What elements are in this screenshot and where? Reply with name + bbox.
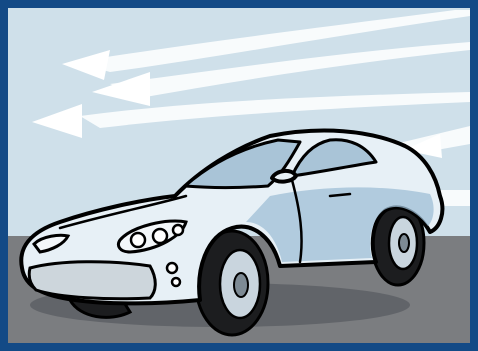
front-grille <box>29 262 155 299</box>
fog-light <box>172 278 180 286</box>
fog-light <box>167 263 177 273</box>
